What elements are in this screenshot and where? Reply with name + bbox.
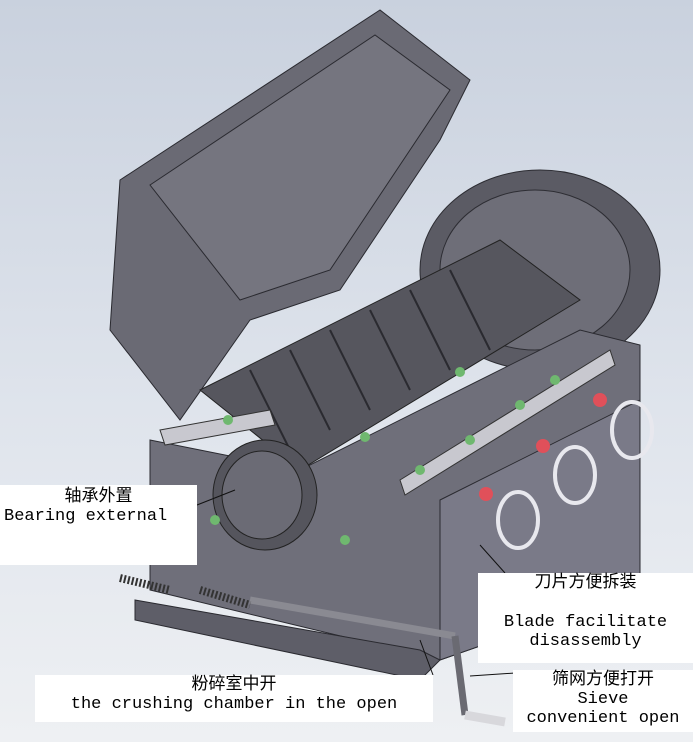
label-zh: 刀片方便拆装 xyxy=(534,572,637,592)
base xyxy=(134,599,441,681)
label-en: convenient open xyxy=(526,709,680,729)
label-zh: 粉碎室中开 xyxy=(191,674,277,694)
label-crushing-chamber: 粉碎室中开 the crushing chamber in the open xyxy=(35,674,433,722)
handwheel xyxy=(610,400,654,460)
label-zh: 轴承外置 xyxy=(64,486,133,506)
handwheel xyxy=(496,490,540,550)
label-blade-disassembly: 刀片方便拆装 Blade facilitate disassembly xyxy=(478,572,693,663)
lever-knob xyxy=(593,393,607,407)
label-bearing-external: 轴承外置 Bearing external xyxy=(0,485,197,565)
shaft xyxy=(249,596,456,640)
label-en: the crushing chamber in the open xyxy=(70,694,398,714)
handwheel xyxy=(553,445,597,505)
blade-bar xyxy=(399,349,616,496)
label-en: Bearing external xyxy=(4,506,168,526)
crank-handle xyxy=(451,635,469,716)
label-en: disassembly xyxy=(529,632,642,652)
lever-knob xyxy=(479,487,493,501)
label-zh: 筛网方便打开 xyxy=(552,669,654,689)
label-en: Blade facilitate xyxy=(503,612,668,632)
lever-knob xyxy=(536,439,550,453)
label-sieve-open: 筛网方便打开 Sieve convenient open xyxy=(513,669,693,732)
label-en: Sieve xyxy=(577,689,629,709)
